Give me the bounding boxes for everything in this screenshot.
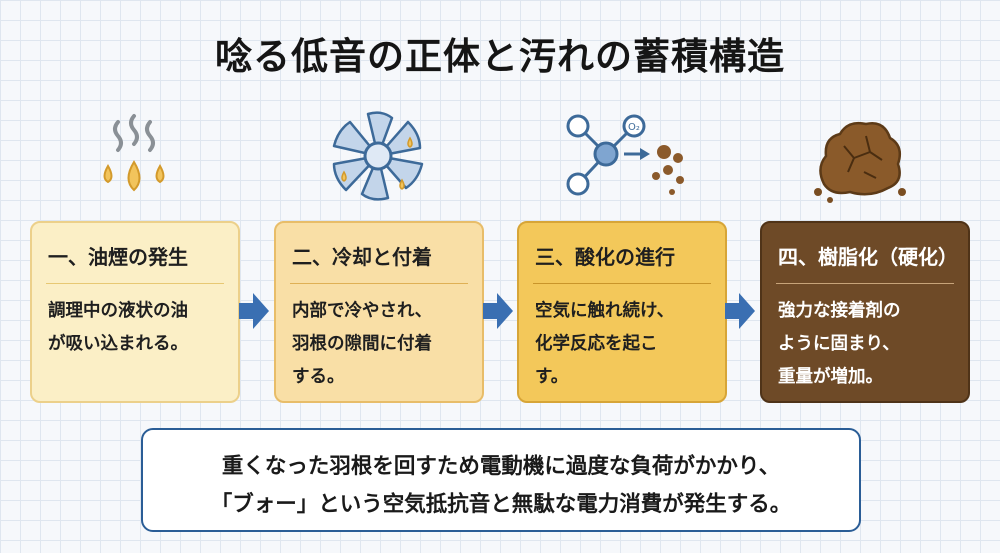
stage-heading: 二、冷却と付着 [292, 245, 432, 269]
stage-heading: 四、樹脂化（硬化） [778, 245, 958, 269]
hardened-grease-icon [814, 121, 906, 203]
oxidation-molecule-icon: O₂ [566, 114, 684, 196]
oil-drops-icon [103, 114, 165, 192]
oxygen-label: O₂ [628, 122, 640, 133]
summary-box: 重くなった羽根を回すため電動機に過度な負荷がかかり、 「ブォー」という空気抵抗音… [141, 428, 861, 532]
divider [776, 283, 954, 284]
stage-card-oxidation: 三、酸化の進行 空気に触れ続け、 化学反応を起こ す。 [517, 221, 727, 403]
stage-description: 強力な接着剤の ように固まり、 重量が増加。 [778, 301, 901, 387]
stage-card-oil-smoke: 一、油煙の発生 調理中の液状の油 が吸い込まれる。 [30, 221, 240, 403]
stage-description: 空気に触れ続け、 化学反応を起こ す。 [535, 301, 675, 387]
diagram-title: 唸る低音の正体と汚れの蓄積構造 [215, 35, 785, 78]
stage-card-resinification: 四、樹脂化（硬化） 強力な接着剤の ように固まり、 重量が増加。 [760, 221, 970, 403]
summary-line-2: 「ブォー」という空気抵抗音と無駄な電力消費が発生する。 [210, 492, 792, 517]
stage-description: 内部で冷やされ、 羽根の隙間に付着 する。 [292, 301, 433, 387]
stage-description: 調理中の液状の油 が吸い込まれる。 [48, 301, 188, 354]
stage-heading: 一、油煙の発生 [48, 245, 188, 269]
divider [290, 283, 468, 284]
stage-heading: 三、酸化の進行 [535, 245, 675, 269]
stage-card-cooling: 二、冷却と付着 内部で冷やされ、 羽根の隙間に付着 する。 [274, 221, 484, 403]
flow-arrow-right-icon [239, 293, 269, 329]
summary-line-1: 重くなった羽根を回すため電動機に過度な負荷がかかり、 [221, 454, 781, 479]
fan-icon [332, 111, 424, 201]
flow-arrow-right-icon [725, 293, 755, 329]
divider [46, 283, 224, 284]
flow-arrow-right-icon [483, 293, 513, 329]
divider [533, 283, 711, 284]
